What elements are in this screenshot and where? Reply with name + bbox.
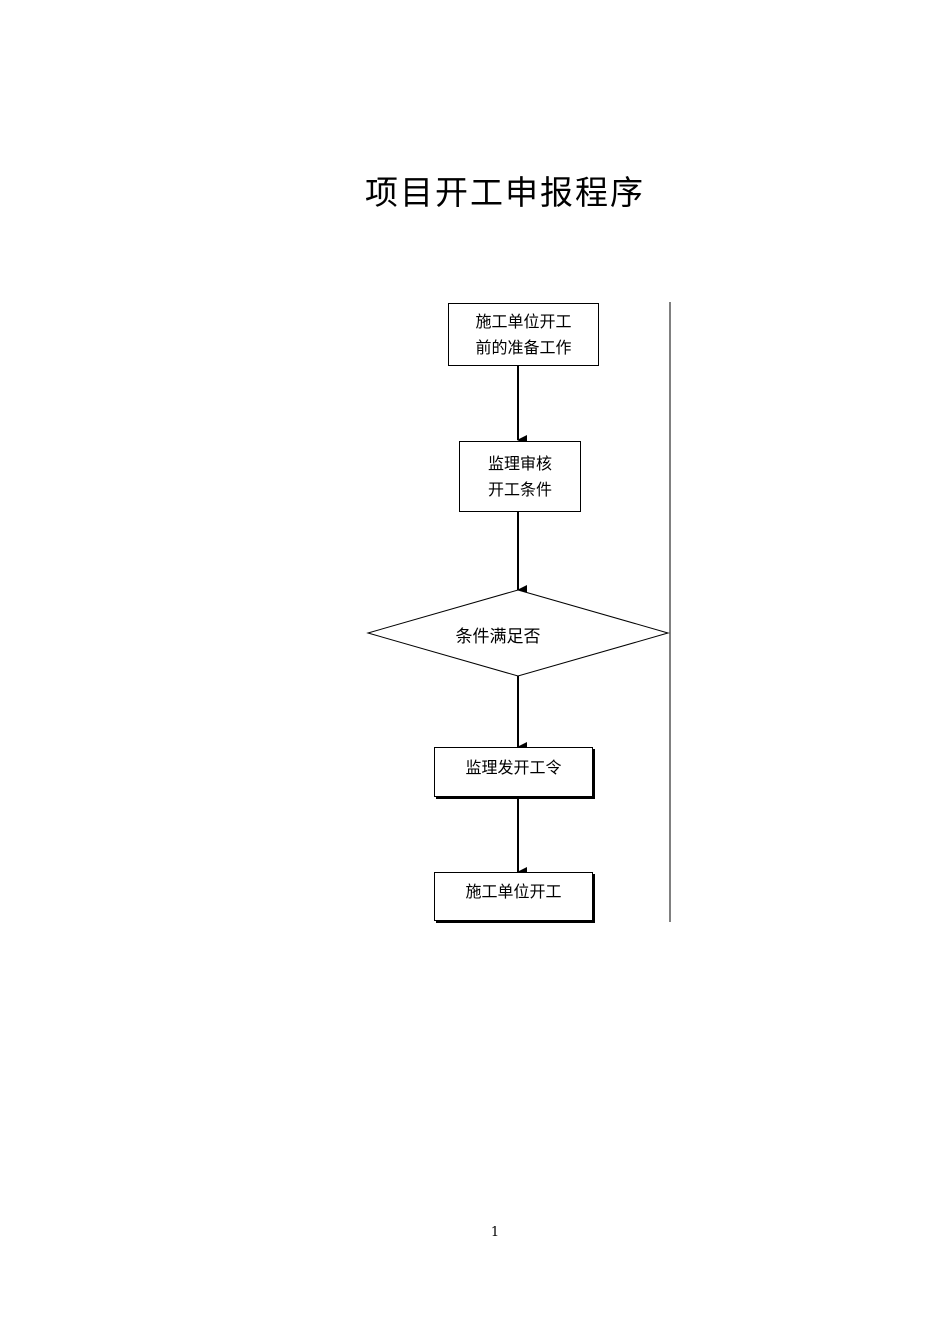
decision-label: 条件满足否 <box>455 627 541 647</box>
page-number: 1 <box>490 1225 500 1240</box>
page-title: 项目开工申报程序 <box>365 173 645 212</box>
step-start-order: 监理发开工令 <box>434 747 593 797</box>
step-contractor-start: 施工单位开工 <box>434 872 593 921</box>
step-contractor-preparation-line1: 施工单位开工 <box>475 312 572 331</box>
step-supervisor-review-line1: 监理审核 <box>487 454 552 473</box>
step-contractor-preparation-line2: 前的准备工作 <box>475 338 572 357</box>
decision-diamond <box>366 589 670 677</box>
step-supervisor-review-line2: 开工条件 <box>487 480 552 499</box>
step-contractor-start-text: 施工单位开工 <box>465 882 562 901</box>
step-contractor-preparation: 施工单位开工 前的准备工作 <box>448 303 599 366</box>
step-supervisor-review: 监理审核 开工条件 <box>459 441 581 512</box>
step-start-order-text: 监理发开工令 <box>465 758 562 777</box>
